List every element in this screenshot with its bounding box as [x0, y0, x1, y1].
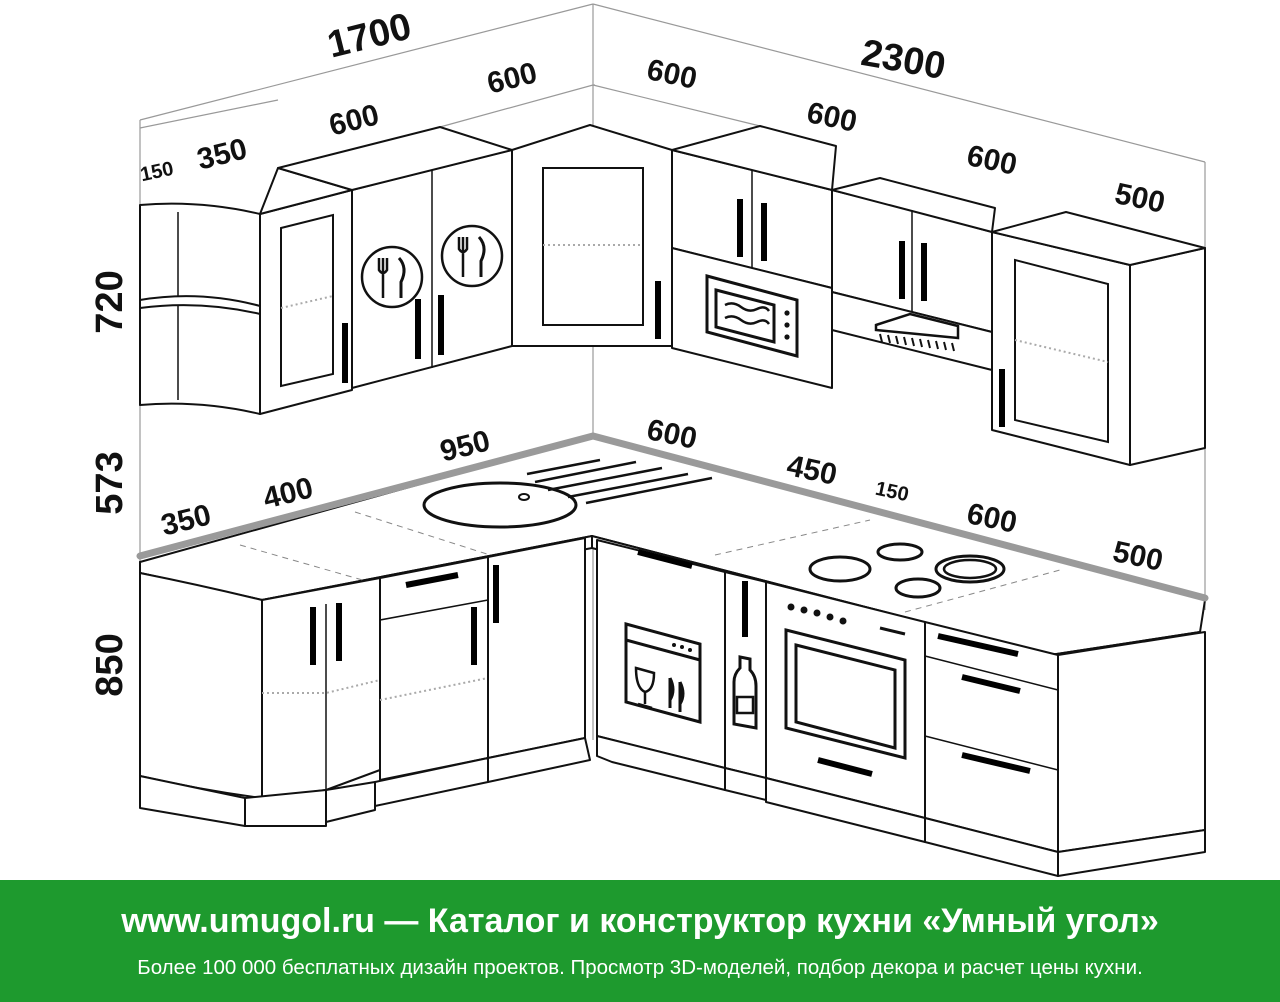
- dim-top-total-right: 2300: [858, 32, 949, 88]
- dim-upper-right-4: 500: [1112, 177, 1168, 220]
- dim-lower-right-3: 150: [873, 478, 910, 506]
- dishwasher-icon: [624, 622, 702, 724]
- glass-panel: [1014, 258, 1109, 444]
- dim-upper-right-2: 600: [804, 96, 860, 139]
- lower-left-cabinets: [139, 537, 591, 827]
- dim-upper-left-2: 350: [194, 132, 251, 176]
- dim-height-upper: 720: [89, 270, 131, 333]
- dim-upper-right-3: 600: [964, 139, 1020, 182]
- fork-knife-plate-icon: [360, 245, 424, 309]
- dim-upper-left-1: 150: [138, 158, 175, 186]
- promo-banner: www.umugol.ru — Каталог и конструктор ку…: [0, 880, 1280, 1002]
- dim-height-lower: 850: [89, 633, 131, 696]
- dim-height-gap: 573: [89, 451, 131, 514]
- sink-icon: [422, 458, 713, 529]
- dim-lower-right-5: 500: [1110, 535, 1166, 578]
- fork-knife-plate-icon: [440, 224, 504, 288]
- dim-upper-right-1: 600: [644, 53, 700, 96]
- lower-right-cabinets: [596, 539, 1206, 877]
- banner-title[interactable]: www.umugol.ru — Каталог и конструктор ку…: [121, 902, 1159, 940]
- oven-icon: [784, 603, 907, 760]
- upper-left-cabinets: [139, 124, 673, 415]
- glass-panel: [280, 213, 334, 388]
- upper-right-cabinets: [671, 125, 1206, 466]
- microwave-icon: [705, 274, 799, 358]
- dim-top-total-left: 1700: [323, 5, 415, 66]
- banner-subtitle: Более 100 000 бесплатных дизайн проектов…: [137, 956, 1143, 979]
- cooktop-icon: [808, 542, 1006, 599]
- dim-upper-left-4: 600: [484, 56, 541, 100]
- bottle-icon: [732, 655, 758, 730]
- range-hood-icon: [874, 312, 960, 352]
- glass-panel: [542, 167, 644, 326]
- kitchen-drawing: 1700 2300 150 350 600 600 600 600 600 50…: [89, 3, 1209, 877]
- dim-upper-left-3: 600: [326, 98, 383, 142]
